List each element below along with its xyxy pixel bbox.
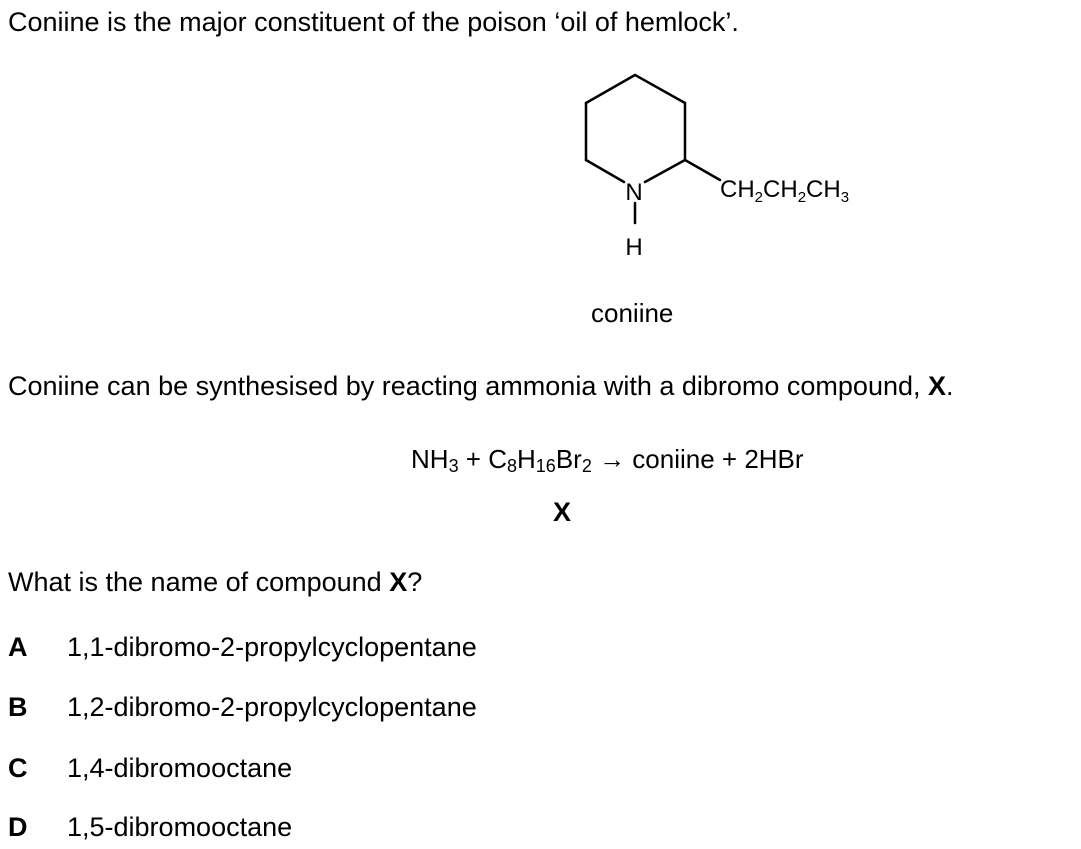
option-b-text: 1,2-dibromo-2-propylcyclopentane bbox=[67, 692, 477, 722]
option-d-letter: D bbox=[8, 812, 28, 842]
option-c-text: 1,4-dibromooctane bbox=[67, 753, 293, 783]
synthesis-text: Coniine can be synthesised by reacting a… bbox=[8, 371, 954, 401]
ring-bond bbox=[643, 158, 687, 184]
compound-x-label: X bbox=[553, 497, 572, 527]
ring-bond bbox=[584, 158, 626, 184]
nitrogen-label: N bbox=[625, 179, 642, 206]
option-a-letter: A bbox=[8, 632, 28, 662]
ring-bond bbox=[584, 73, 637, 105]
option-a-text: 1,1-dibromo-2-propylcyclopentane bbox=[67, 632, 477, 662]
side-chain-bond bbox=[683, 158, 722, 182]
reaction-equation: NH3 + C8H16Br2 → coniine + 2HBr bbox=[411, 444, 804, 476]
coniine-structure: N H CH2CH2CH3 bbox=[584, 73, 849, 261]
question-text: What is the name of compound X? bbox=[8, 567, 423, 597]
ring-bond bbox=[633, 73, 687, 105]
option-b-letter: B bbox=[8, 692, 28, 722]
piperidine-ring bbox=[584, 73, 722, 225]
option-d-text: 1,5-dibromooctane bbox=[67, 812, 293, 842]
propyl-chain-label: CH2CH2CH3 bbox=[720, 176, 849, 206]
hydrogen-label: H bbox=[625, 234, 642, 261]
intro-text: Coniine is the major constituent of the … bbox=[8, 7, 739, 37]
option-c-letter: C bbox=[8, 753, 28, 783]
structure-name: coniine bbox=[591, 298, 674, 328]
